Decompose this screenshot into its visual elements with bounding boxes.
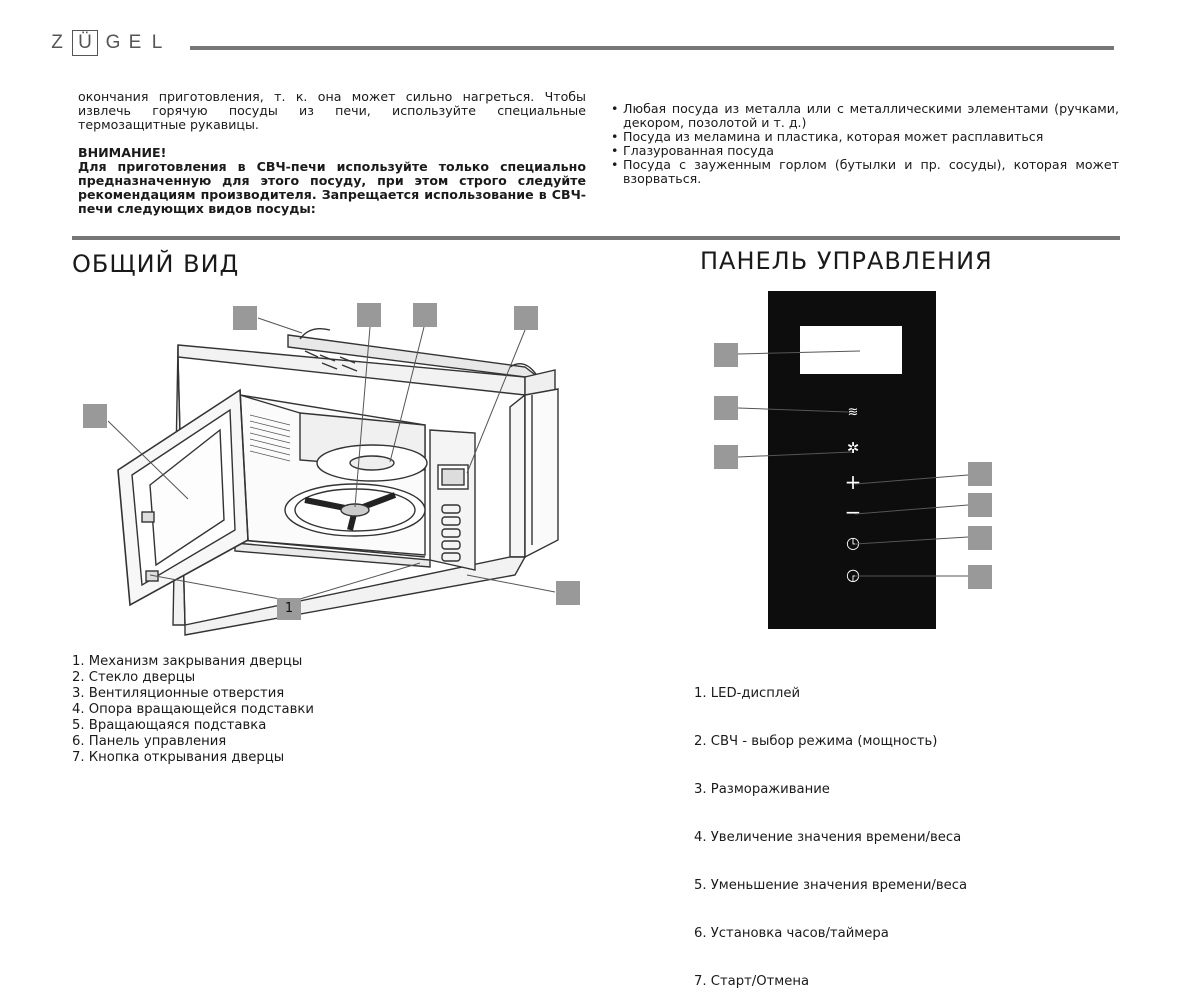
forbidden-cookware-list: Любая посуда из металла или с металличес… [611, 102, 1119, 186]
logo-letter: L [151, 32, 163, 53]
led-display [800, 326, 902, 374]
start-icon[interactable]: ◶ [846, 565, 860, 584]
list-item: 2. Стекло дверцы [72, 670, 196, 685]
right-text-column: Любая посуда из металла или с металличес… [611, 102, 1119, 186]
list-item: 5. Вращающаяся подставка [72, 718, 267, 733]
general-view-title: ОБЩИЙ ВИД [72, 250, 240, 278]
callout-marker [83, 404, 107, 428]
callout-marker [556, 581, 580, 605]
list-item: 6. Панель управления [72, 734, 227, 749]
list-item: 4. Опора вращающейся подставки [72, 702, 314, 717]
callout-marker [413, 303, 437, 327]
minus-icon[interactable]: − [844, 500, 862, 524]
logo-letter: G [105, 32, 121, 53]
logo-letter: Z [51, 32, 63, 53]
callout-marker [968, 462, 992, 486]
logo-letter-boxed: Ü [72, 30, 98, 56]
callout-marker [968, 526, 992, 550]
callout-marker [514, 306, 538, 330]
section-rule [72, 236, 1120, 240]
microwave-illustration [107, 317, 559, 636]
intro-paragraph: окончания приготовления, т. к. она может… [78, 89, 586, 132]
callout-marker [233, 306, 257, 330]
list-item: 7. Кнопка открывания дверцы [72, 750, 285, 765]
list-item: 1. Механизм закрывания дверцы [72, 654, 303, 669]
callout-marker [968, 493, 992, 517]
callout-marker [714, 343, 738, 367]
list-item: Посуда с зауженным горлом (бутылки и пр.… [611, 158, 1119, 186]
list-item: 1. LED-дисплей [694, 686, 801, 701]
control-panel-front: ≋ ✲ + − ◷ ◶ [768, 291, 936, 629]
control-panel-title: ПАНЕЛЬ УПРАВЛЕНИЯ [700, 247, 993, 275]
panel-leaders [737, 350, 969, 577]
list-item: 2. СВЧ - выбор режима (мощность) [694, 734, 938, 749]
callout-marker [968, 565, 992, 589]
list-item: Глазурованная посуда [611, 144, 1119, 159]
callout-marker [714, 445, 738, 469]
callout-label: 1 [277, 598, 301, 620]
general-view-legend: 1. Механизм закрывания дверцы 2. Стекло … [72, 654, 314, 766]
clock-icon[interactable]: ◷ [846, 533, 860, 552]
control-panel-legend: 1. LED-дисплей 2. СВЧ - выбор режима (мо… [694, 654, 967, 1006]
list-item: 5. Уменьшение значения времени/веса [694, 878, 968, 893]
list-item: 7. Старт/Отмена [694, 974, 810, 989]
plus-icon[interactable]: + [844, 470, 862, 494]
list-item: 3. Размораживание [694, 782, 830, 797]
warning-title: ВНИМАНИЕ! [78, 145, 167, 160]
callout-marker [357, 303, 381, 327]
warning-text: Для приготовления в СВЧ-печи используйте… [78, 159, 586, 216]
list-item: 3. Вентиляционные отверстия [72, 686, 285, 701]
list-item: 6. Установка часов/таймера [694, 926, 889, 941]
mode-icon[interactable]: ≋ [847, 405, 859, 420]
logo-letter: E [128, 32, 142, 53]
list-item: 4. Увеличение значения времени/веса [694, 830, 962, 845]
brand-logo: Z Ü G E L [46, 30, 168, 56]
header-rule [190, 46, 1114, 50]
left-text-column: окончания приготовления, т. к. она может… [78, 90, 586, 216]
list-item: Посуда из меламина и пластика, которая м… [611, 130, 1119, 145]
callout-marker [714, 396, 738, 420]
list-item: Любая посуда из металла или с металличес… [611, 102, 1119, 130]
